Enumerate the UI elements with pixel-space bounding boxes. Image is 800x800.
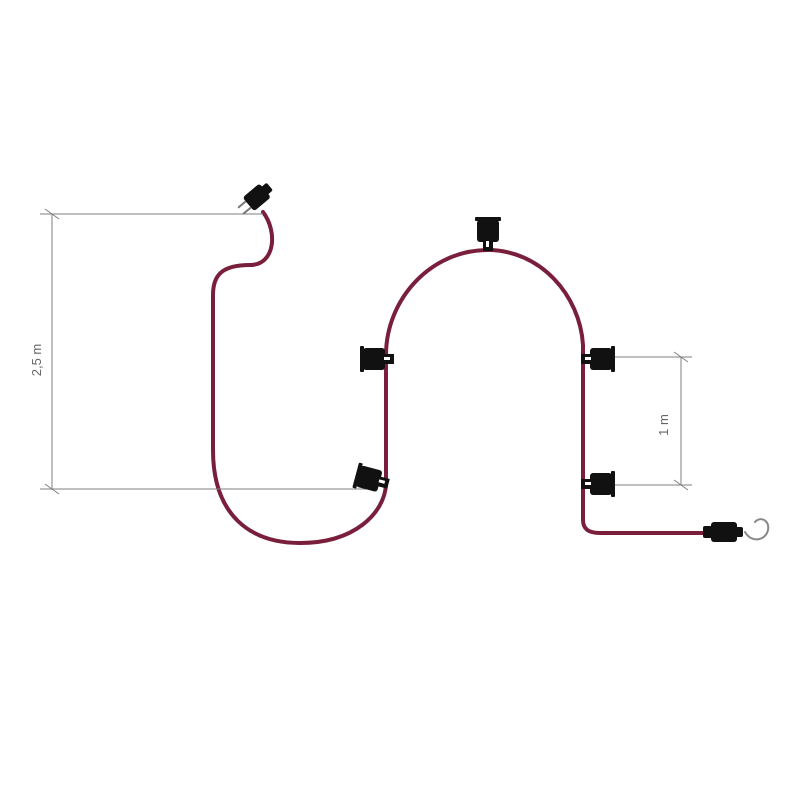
dimension-tick-bottom — [673, 479, 689, 491]
cable — [211, 210, 714, 545]
height-dimension-label: 2,5 m — [29, 344, 44, 377]
lamp-holder-icon — [581, 471, 615, 497]
lamp-holder-icon — [581, 346, 615, 372]
spacing-dimension-label: 1 m — [656, 414, 671, 436]
height-dimension — [40, 208, 372, 495]
male-plug-icon — [237, 183, 273, 215]
lamp-holder-icon — [360, 346, 394, 372]
dimension-tick-top — [44, 208, 60, 220]
female-connector-icon — [703, 522, 743, 542]
lamp-holder-icon — [352, 462, 390, 492]
lamp-holder-icon — [475, 217, 501, 251]
dimension-tick-top — [673, 351, 689, 363]
spacing-dimension — [600, 351, 692, 491]
dimension-tick-bottom — [44, 483, 60, 495]
hook-icon — [744, 518, 770, 541]
